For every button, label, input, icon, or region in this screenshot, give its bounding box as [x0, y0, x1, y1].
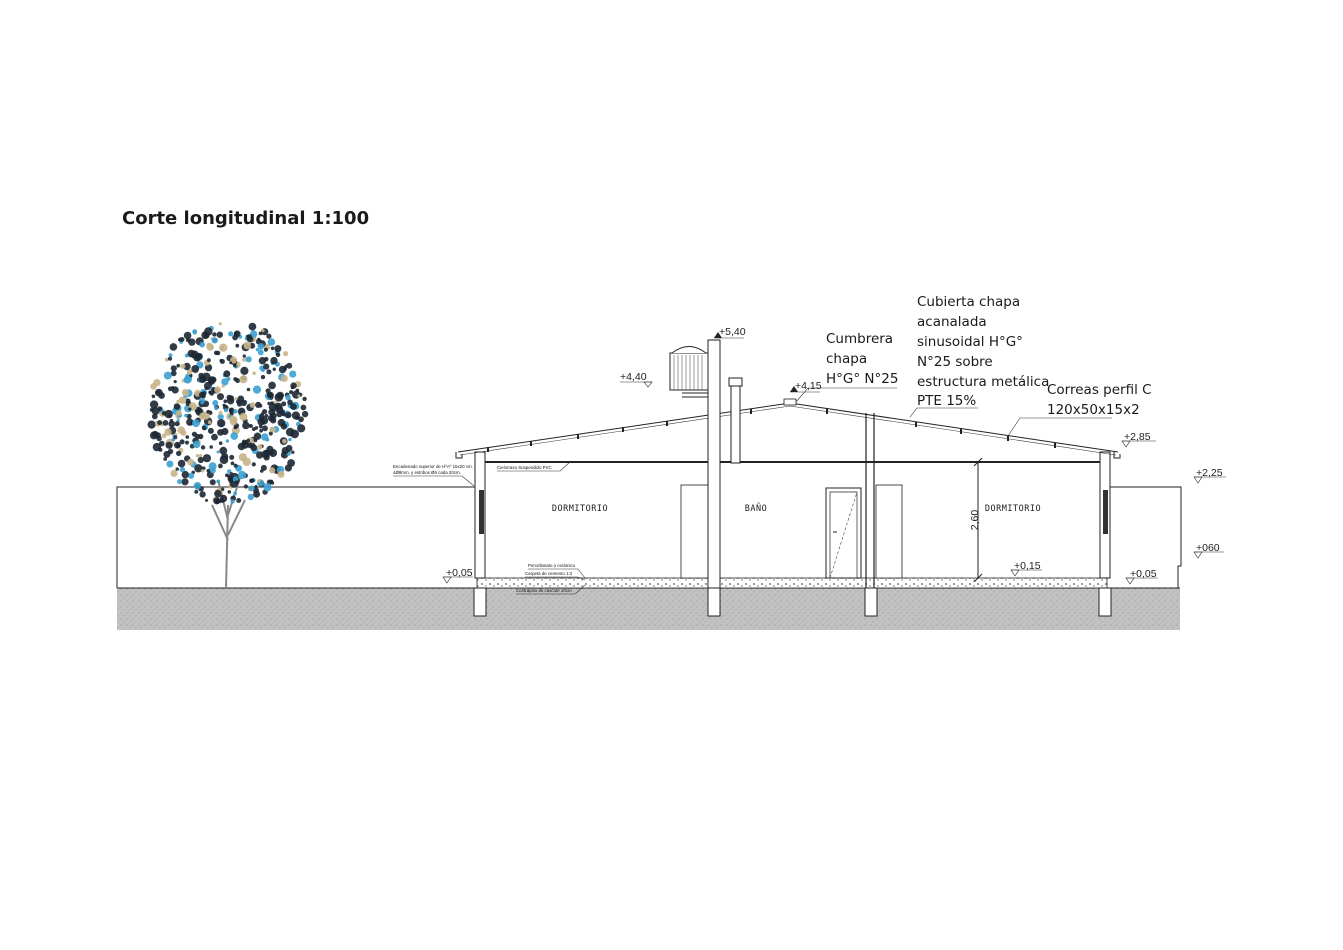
room-label-bano: BAÑO	[745, 503, 767, 514]
svg-text:4Ø8mm. y estribos Ø6 cada 20cm: 4Ø8mm. y estribos Ø6 cada 20cm.	[393, 470, 461, 475]
svg-text:estructura metálica: estructura metálica	[917, 374, 1049, 390]
roof	[455, 398, 1121, 459]
floor-slab	[476, 577, 1108, 589]
svg-text:Cumbrera: Cumbrera	[826, 331, 893, 347]
svg-text:Carpeta de cemento 1:3: Carpeta de cemento 1:3	[525, 571, 573, 576]
door	[825, 487, 862, 579]
svg-text:H°G° N°25: H°G° N°25	[826, 371, 898, 387]
svg-text:Porcellanato o ceràmico: Porcellanato o ceràmico	[528, 563, 576, 568]
svg-text:120x50x15x2: 120x50x15x2	[1047, 402, 1140, 418]
svg-text:chapa: chapa	[826, 351, 867, 367]
svg-text:Cubierta chapa: Cubierta chapa	[917, 294, 1020, 310]
svg-text:PTE 15%: PTE 15%	[917, 393, 976, 409]
level-marker-0-05-left: +0,05	[442, 567, 473, 584]
svg-text:+2,25: +2,25	[1196, 467, 1223, 479]
vent-pipe	[728, 377, 743, 464]
dimension-label: 2,60	[969, 510, 981, 531]
level-marker-060: +060	[1193, 542, 1224, 559]
level-marker-4-40: +4,40	[620, 371, 653, 388]
svg-text:sinusoidal H°G°: sinusoidal H°G°	[917, 334, 1023, 350]
foundation-piers	[473, 587, 1112, 617]
dimension-2-60: 2,60	[969, 457, 983, 583]
purlins	[487, 409, 1056, 452]
svg-text:+0,15: +0,15	[1014, 560, 1041, 572]
level-marker-0-15: +0,15	[1010, 560, 1042, 577]
ground-soil	[117, 588, 1180, 630]
water-tank	[669, 339, 721, 589]
svg-text:+4,40: +4,40	[620, 371, 647, 383]
svg-text:Contrapiso de cascote 10cm: Contrapiso de cascote 10cm	[516, 588, 572, 593]
svg-text:+2,85: +2,85	[1124, 431, 1151, 443]
level-marker-2-85: +2,85	[1121, 431, 1156, 448]
level-marker-4-15: +4,15	[790, 380, 822, 393]
annotation-cumbrera: Cumbrera chapa H°G° N°25	[795, 331, 898, 403]
svg-text:acanalada: acanalada	[917, 314, 987, 330]
annotation-cubierta: Cubierta chapa acanalada sinusoidal H°G°…	[909, 294, 1049, 418]
svg-text:+0,05: +0,05	[1130, 568, 1157, 580]
level-marker-0-05-right: +0,05	[1125, 568, 1158, 585]
annotation-correas: Correas perfil C 120x50x15x2	[1007, 382, 1152, 437]
level-marker-2-25: +2,25	[1193, 467, 1226, 484]
note-encadenado: Encadenado superior de HºAº 15x20 cm. 4Ø…	[393, 464, 475, 487]
note-floor: Porcellanato o ceràmico Carpeta de cemen…	[516, 563, 586, 595]
svg-text:Encadenado superior de HºAº 15: Encadenado superior de HºAº 15x20 cm.	[393, 464, 473, 469]
svg-text:Correas perfil C: Correas perfil C	[1047, 382, 1152, 398]
svg-text:+0,05: +0,05	[446, 567, 473, 579]
drawing-title: Corte longitudinal 1:100	[122, 208, 370, 229]
tree	[147, 322, 309, 589]
boundary-wall-left	[116, 486, 475, 588]
room-label-dormitorio-2: DORMITORIO	[985, 504, 1041, 514]
svg-text:N°25 sobre: N°25 sobre	[917, 354, 993, 370]
boundary-wall-right	[1110, 486, 1182, 588]
level-marker-5-40: +5,40	[714, 326, 746, 339]
svg-text:+4,15: +4,15	[795, 380, 822, 392]
svg-text:+5,40: +5,40	[719, 326, 746, 338]
note-cielorraso: Cielorraso Suspendido PVC	[497, 461, 571, 472]
room-label-dormitorio-1: DORMITORIO	[552, 504, 608, 514]
svg-text:Cielorraso Suspendido PVC: Cielorraso Suspendido PVC	[497, 465, 552, 470]
svg-text:+060: +060	[1196, 542, 1220, 554]
